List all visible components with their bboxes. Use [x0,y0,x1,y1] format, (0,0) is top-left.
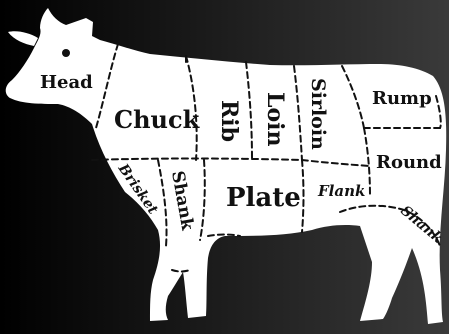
cut-label-plate: Plate [226,183,301,213]
cut-label-sirloin: Sirloin [307,78,329,150]
cut-label-loin: Loin [262,92,288,147]
cut-label-head: Head [40,72,93,93]
cut-label-flank: Flank [317,182,365,200]
cut-label-round: Round [376,152,442,173]
cut-label-chuck: Chuck [114,105,201,134]
cow-eye [62,49,70,57]
cut-label-rump: Rump [372,88,432,109]
cut-label-rib: Rib [216,100,242,142]
